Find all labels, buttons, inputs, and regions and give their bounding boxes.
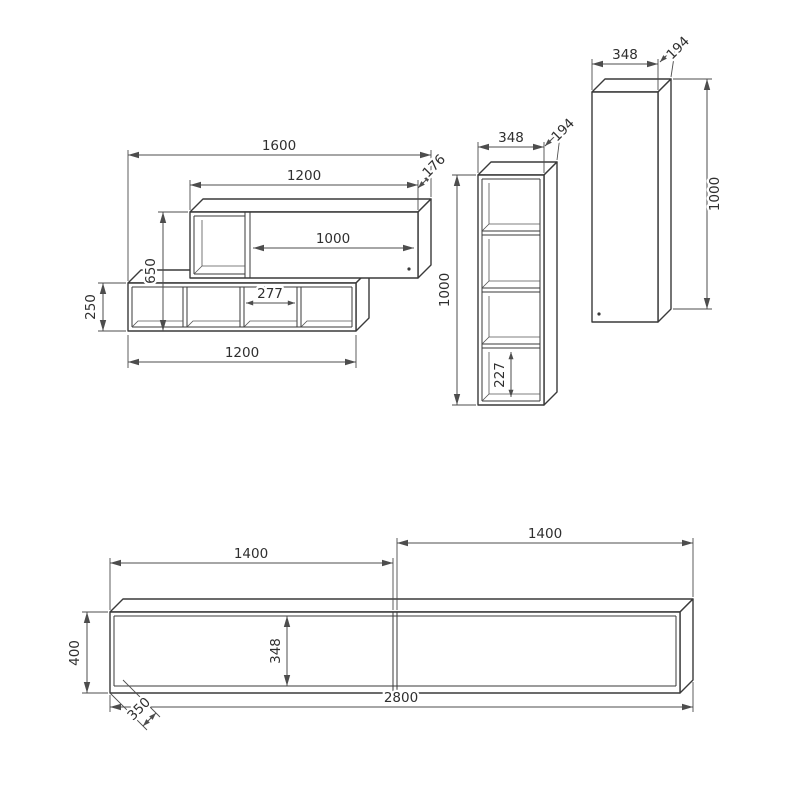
upper-shelf (189, 198, 432, 279)
wall-shelf-unit: 1600 1200 176 1000 650 250 277 1200 (81, 136, 451, 368)
bookcase-side-face (543, 161, 558, 406)
dim-label-bookcase-height: 1000 (437, 273, 453, 307)
bookcase-depth-lines (481, 183, 540, 402)
dim-label-bookcase-width: 348 (498, 130, 524, 146)
dim-label-total-width: 1600 (262, 138, 296, 154)
stand-front-face (109, 611, 681, 694)
dim-label-cabinet-depth: 194 (663, 33, 693, 63)
ext-total-width (127, 150, 432, 281)
shelf-interior-lines (193, 212, 251, 278)
dim-label-shelf-depth: 176 (419, 151, 449, 181)
dim-label-total-height: 650 (143, 258, 159, 284)
shelf-top-face (189, 198, 432, 213)
dim-label-stand-total-width: 2800 (384, 690, 418, 706)
cabinet-side-face (657, 78, 672, 323)
shelf-front-face (189, 211, 419, 279)
bookcase-interior-lines (481, 178, 541, 402)
dimline-shelf-depth (417, 174, 432, 189)
stand-interior-lines (113, 612, 677, 693)
tv-stand-dimensions: 1400 1400 400 348 2800 350 (65, 524, 694, 731)
ext-bookcase-height (452, 174, 476, 406)
dim-label-right-section: 1400 (528, 526, 562, 542)
row-front-face (127, 282, 357, 332)
dim-label-stand-height: 400 (67, 640, 83, 666)
cabinet-door-handle (597, 312, 601, 316)
ext-row-height (98, 282, 126, 332)
bookcase-unit: 348 194 1000 227 (435, 113, 580, 406)
dimline-bookcase-depth (544, 130, 561, 147)
ext-stand-height (82, 611, 108, 694)
dim-label-panel-width: 1000 (316, 231, 350, 247)
cabinet-unit: 348 194 1000 (591, 31, 725, 323)
ext-stand-depth (109, 679, 161, 731)
dim-label-row-height: 250 (83, 294, 99, 320)
stand-top-face (109, 598, 694, 613)
shelf-door-handle (407, 267, 411, 271)
tv-stand-unit: 1400 1400 400 348 2800 350 (65, 524, 694, 731)
dim-label-cabinet-width: 348 (612, 47, 638, 63)
stand-side-face (679, 598, 694, 694)
row-interior-lines (131, 286, 353, 328)
shelf-side-face (417, 198, 432, 279)
row-depth-lines (131, 320, 352, 328)
shelf-depth-lines (193, 220, 245, 275)
ext-left-section (109, 558, 394, 610)
dimline-cabinet-depth (659, 46, 676, 63)
dim-label-bookcase-cell-height: 227 (492, 362, 508, 388)
dim-label-left-section: 1400 (234, 546, 268, 562)
dim-label-panel-height: 348 (268, 638, 284, 664)
ext-right-section (396, 538, 694, 610)
wall-shelf-dimensions: 1600 1200 176 1000 650 250 277 1200 (81, 136, 451, 368)
dim-label-shelf-width: 1200 (287, 168, 321, 184)
dim-label-row-width: 1200 (225, 345, 259, 361)
dim-label-bookcase-depth: 194 (548, 115, 578, 145)
dim-label-cell-width: 277 (257, 286, 283, 302)
dim-label-cabinet-height: 1000 (707, 177, 723, 211)
cabinet-front-face (591, 91, 659, 323)
lower-shelf-row (127, 269, 370, 332)
dimline-stand-depth (142, 712, 157, 727)
